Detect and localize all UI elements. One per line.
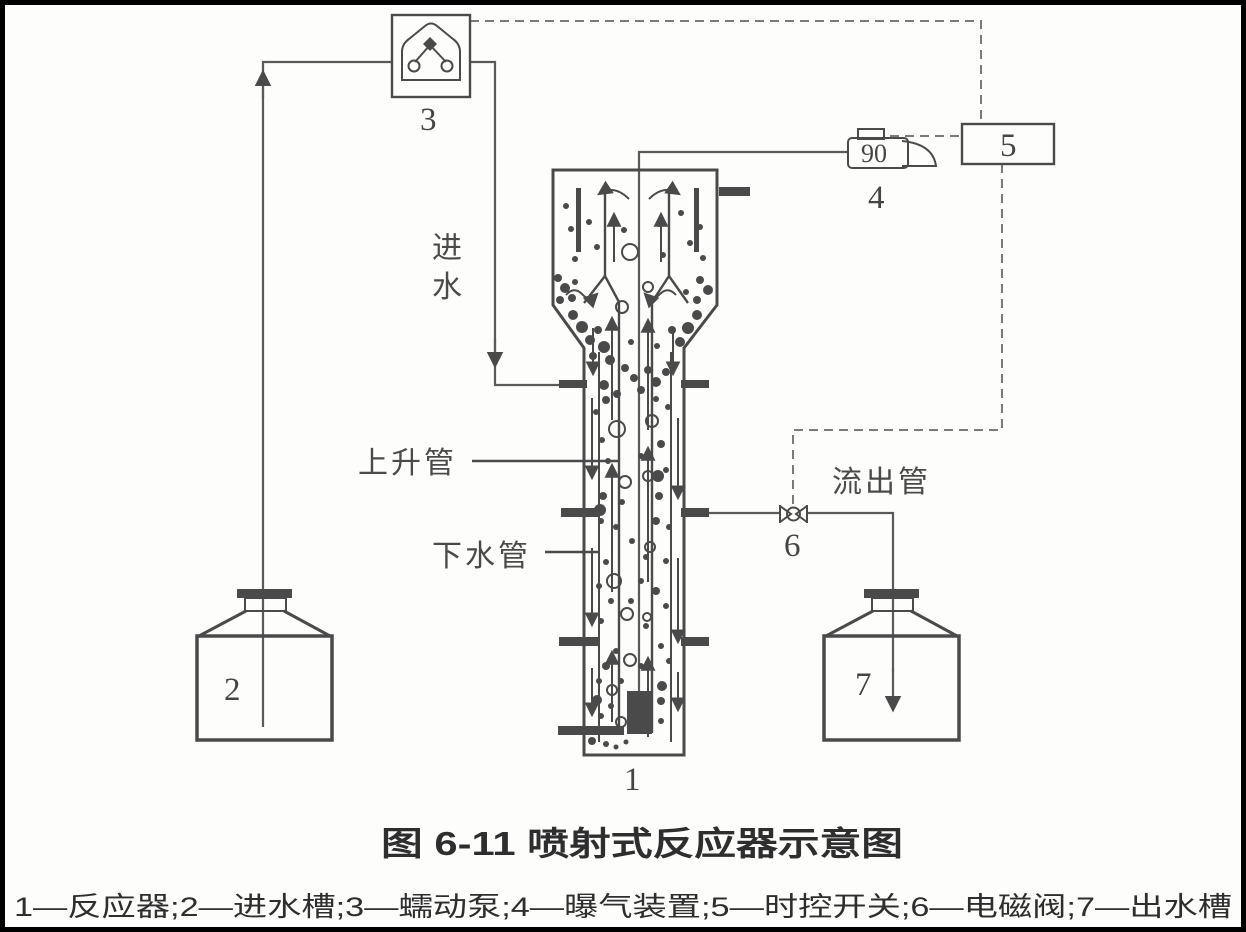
- timer-number: 5: [1000, 128, 1017, 164]
- air-pipe: [637, 150, 848, 692]
- inlet-tank-body: [195, 634, 334, 742]
- pump-arm-left: [414, 44, 431, 63]
- port-left-3: [559, 637, 598, 646]
- inlet-tank-neck: [244, 597, 287, 612]
- outlet-tank-shoulder-right: [910, 609, 958, 638]
- baffle-right: [694, 188, 699, 252]
- outlet-tank-number: 7: [855, 667, 872, 703]
- port-left-2: [561, 508, 598, 517]
- particle-dots: [554, 203, 713, 750]
- flow-squiggle-right: [643, 289, 677, 309]
- inlet-tank: 2: [195, 589, 334, 742]
- control-lines: [470, 20, 1003, 504]
- port-right-2: [681, 508, 709, 517]
- aeration-device: 90 4: [847, 128, 938, 216]
- figure-caption: 1—反应器;2—进水槽;3—蠕动泵;4—曝气装置;5—时控开关;6—电磁阀;7—…: [14, 892, 1232, 922]
- valve-body-circle: [786, 506, 801, 522]
- bubbles: [606, 243, 659, 728]
- water-pipes: [254, 60, 902, 727]
- pump-housing: [390, 13, 472, 99]
- inlet-tank-number: 2: [224, 672, 241, 708]
- inlet-tank-cap: [237, 589, 292, 598]
- pump-roller-left: [407, 59, 421, 73]
- flow-curve-right: [648, 180, 681, 200]
- baffle-left: [576, 188, 581, 252]
- pump-number: 3: [420, 102, 437, 138]
- control-line-timer-to-valve: [792, 164, 1003, 504]
- aerator-body: [847, 137, 909, 169]
- figure-title: 图 6-11 喷射式反应器示意图: [381, 825, 903, 862]
- overflow-port: [719, 187, 750, 196]
- outlet-tank-neck: [871, 597, 914, 612]
- flow-squiggle-left: [565, 289, 599, 309]
- port-left-4: [558, 726, 624, 735]
- inlet-pipe: [470, 60, 573, 387]
- inlet-water-label-char2: 水: [432, 271, 465, 304]
- riser-pipe-label: 上升管: [358, 447, 457, 480]
- aerator-display: 90: [861, 139, 887, 168]
- suction-pipe: [261, 60, 392, 727]
- valve-cone-right: [794, 505, 808, 523]
- pipe-labels: 进 水 上升管 下水管 流出管: [358, 232, 931, 573]
- inlet-tank-shoulder-right: [283, 609, 331, 638]
- valve-number: 6: [784, 528, 801, 564]
- outlet-tank-cap: [864, 589, 919, 598]
- flow-curve-left: [597, 180, 630, 200]
- port-right-1: [681, 380, 709, 388]
- aerator-number: 4: [868, 180, 885, 216]
- control-line-pump-to-timer: [470, 20, 982, 124]
- downcomer-pipe-label: 下水管: [432, 540, 531, 573]
- outlet-tank: 7: [822, 589, 961, 742]
- outlet-tank-body: [822, 634, 961, 742]
- reactor-number: 1: [624, 762, 641, 798]
- outflow-pipe-label: 流出管: [832, 466, 931, 499]
- pump-arm-right: [429, 44, 447, 63]
- outlet-tank-shoulder-left: [825, 609, 874, 638]
- timer-box: [960, 122, 1056, 166]
- reactor-vessel-outline: [551, 168, 719, 757]
- pump-roller-right: [440, 59, 454, 73]
- port-right-3: [681, 637, 709, 646]
- valve-cone-left: [779, 505, 793, 523]
- pump-head: [401, 22, 461, 81]
- reactor: 1: [551, 168, 750, 798]
- timer-switch: 5: [960, 122, 1056, 166]
- solenoid-valve: 6: [779, 505, 808, 564]
- port-left-1: [559, 380, 587, 388]
- outflow-pipe-right: [807, 511, 895, 672]
- inlet-water-label-char1: 进: [432, 232, 465, 265]
- inlet-tank-shoulder-left: [198, 609, 247, 638]
- peristaltic-pump: 3: [390, 13, 472, 138]
